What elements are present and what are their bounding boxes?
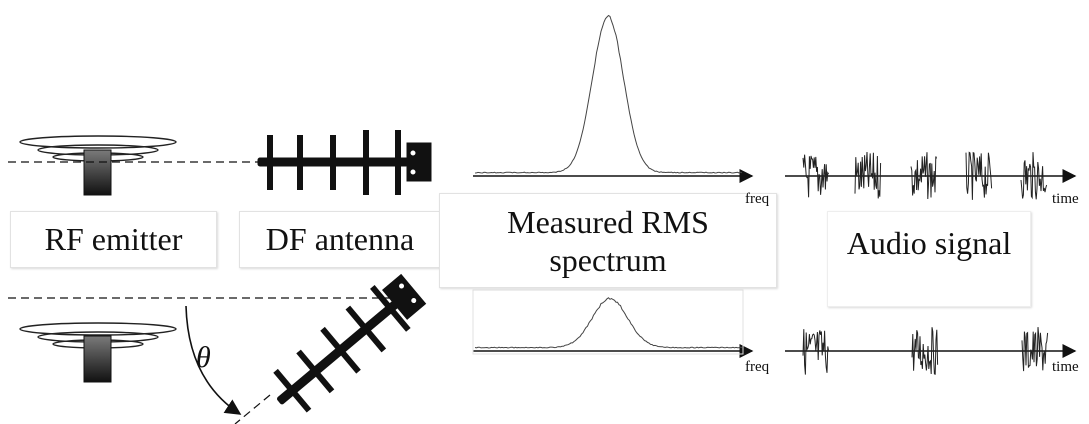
audio-burst bbox=[854, 151, 882, 199]
rf-emitter-icon bbox=[19, 135, 177, 196]
freq-label-top: freq bbox=[745, 191, 770, 207]
rf-emitter-icon-bottom bbox=[19, 322, 177, 383]
spectrum-trace-bottom bbox=[474, 297, 743, 349]
yagi-antenna-rotated-icon bbox=[273, 273, 427, 413]
line-of-sight-bottom bbox=[234, 394, 271, 424]
time-label-bottom: time bbox=[1052, 359, 1079, 375]
audio-burst bbox=[1021, 327, 1049, 372]
emitter-label: RF emitter bbox=[10, 211, 217, 268]
spectrum-label-text: Measured RMS spectrum bbox=[507, 204, 709, 278]
spectrum-label: Measured RMS spectrum bbox=[439, 193, 777, 288]
emitter-label-text: RF emitter bbox=[44, 221, 183, 257]
audio-label-text: Audio signal bbox=[846, 225, 1012, 261]
audio-trace-top bbox=[802, 151, 1048, 200]
audio-burst bbox=[965, 151, 993, 200]
yagi-antenna-icon bbox=[257, 130, 432, 195]
audio-label: Audio signal bbox=[827, 211, 1031, 307]
spectrum-trace-top bbox=[474, 14, 743, 174]
audio-trace-bottom bbox=[802, 327, 1049, 375]
audio-burst bbox=[911, 327, 939, 375]
antenna-label-text: DF antenna bbox=[265, 221, 415, 257]
audio-burst bbox=[910, 152, 938, 200]
angle-arrow-icon bbox=[185, 305, 242, 415]
audio-burst bbox=[802, 329, 830, 375]
audio-burst bbox=[802, 154, 830, 198]
freq-label-bottom: freq bbox=[745, 359, 770, 375]
time-label-top: time bbox=[1052, 191, 1079, 207]
antenna-label: DF antenna bbox=[239, 211, 441, 268]
angle-label: θ bbox=[196, 341, 211, 374]
audio-burst bbox=[1020, 152, 1048, 200]
spectrum-frame-bottom bbox=[472, 289, 744, 355]
